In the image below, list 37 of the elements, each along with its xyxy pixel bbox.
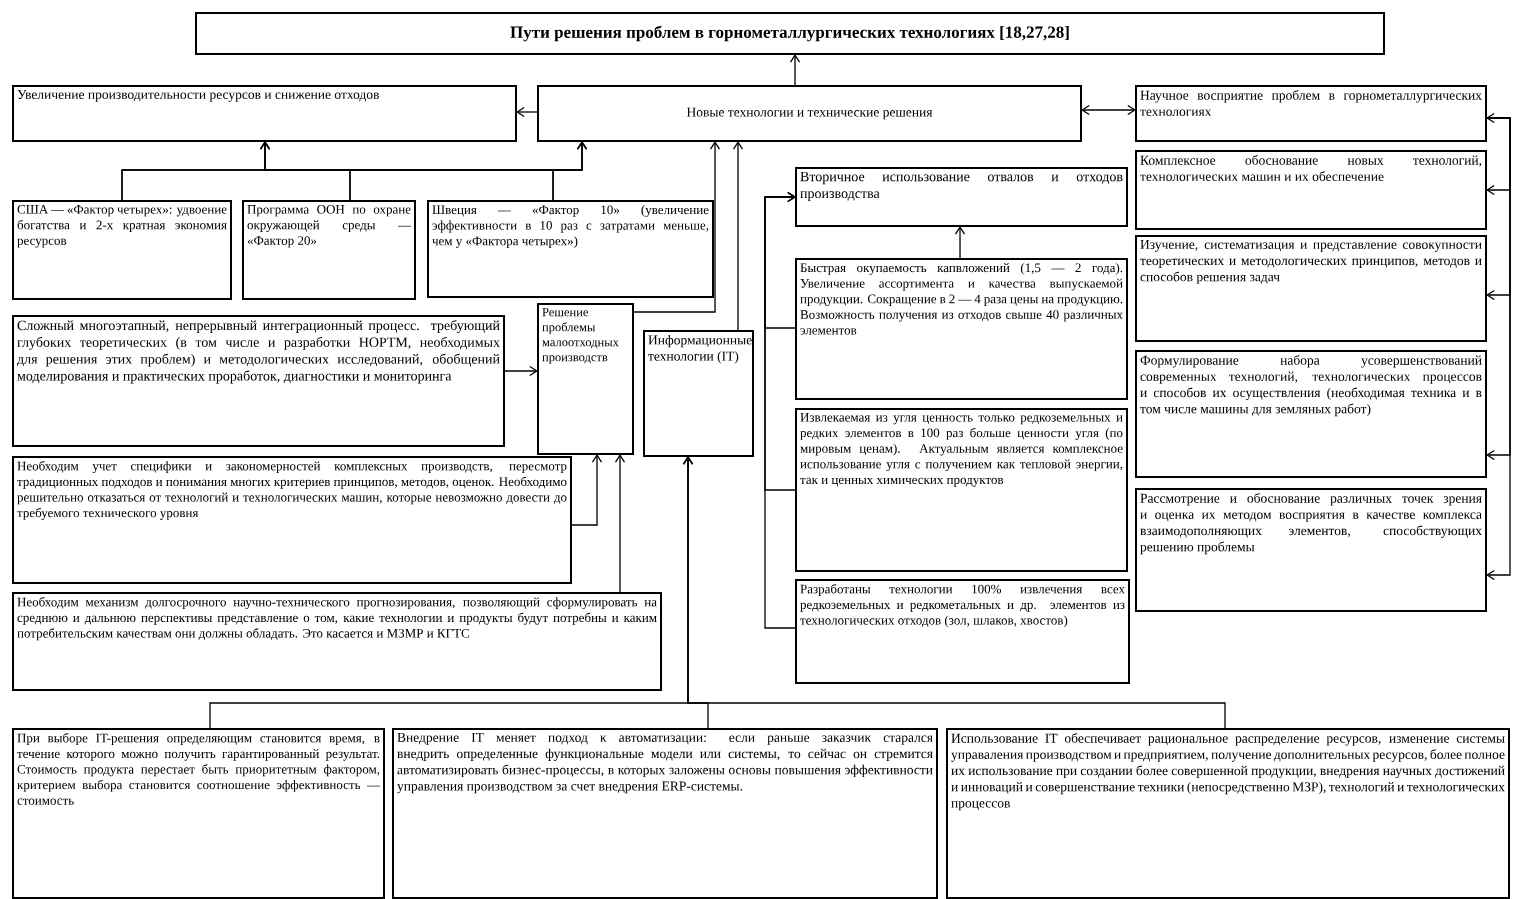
text-box: Информационные технологии (IT): [643, 330, 754, 457]
text-box: Внедрение IT меняет подход к автоматизации: если раньше заказчик старался внедрить определенные функциональные модели или системы, то сейчас он стремится автоматизировать бизнес-процессы, в которых заложены основы повышения эффективности управления производством за счет внедрения ERP-системы.: [392, 728, 938, 899]
text-box: Изучение, систематизация и представление совокупности теоретических и методологических принципов, методов и способов решения задач: [1135, 235, 1487, 342]
arrow: [552, 141, 588, 202]
arrow: [954, 226, 966, 260]
text-box: Решение проблемы малоотходных производств: [537, 303, 634, 455]
arrow: [1081, 104, 1136, 116]
text-box: Необходим механизм долгосрочного научно-технического прогнозирования, позволяющий сформулировать на среднюю и дальнюю перспективы представление о том, какие технологии и продукты будут потребны и каким потребительским качествам они должны обладать. Это касается и МЗМР и КГТС: [12, 592, 662, 691]
arrow: [764, 191, 797, 629]
arrow: [682, 456, 1226, 730]
arrow: [732, 141, 744, 332]
text-box: Увеличение производительности ресурсов и снижение отходов: [12, 85, 517, 142]
text-box: Научное восприятие проблем в горнометаллургических технологиях: [1135, 85, 1487, 142]
arrow: [1486, 112, 1511, 196]
text-box: При выборе IT-решения определяющим становится время, в течение которого можно получить гарантированный результат. Стоимость продукта перестает быть приоритетным фактором, критерием выбора становится соотношение эффективность — стоимость: [12, 728, 385, 899]
text-box: Новые технологии и технические решения: [537, 85, 1082, 142]
text-box: Швеция — «Фактор 10» (увеличение эффективности в 10 раз с затратами меньше, чем у «Фактора четырех»): [427, 200, 714, 298]
text-box: США — «Фактор четырех»: удвоение богатства и 2-х кратная экономия ресурсов: [12, 200, 232, 300]
text-box: Рассмотрение и обоснование различных точек зрения и оценка их методом восприятия в качестве комплекса взаимодополняющих элементов, способствующих решению проблемы: [1135, 488, 1487, 612]
text-box: Использование IT обеспечивает рациональное распределение ресурсов, изменение системы управаления производством и предприятием, получение дополнительных ресурсов, более полное их использование при создании более совершенной продукции, внедрения научных достижений и инноваций и совершенствание техники (непосредственно МЗР), технологий и технологических процессов: [946, 728, 1510, 899]
text-box: Сложный многоэтапный, непрерывный интеграционный процесс. требующий глубоких теоретических (в том числе и разработки НОРТМ, необходимых для решения этих проблем) и методологических исследований, обобщений моделирования и практических проработок, диагностики и мониторинга: [12, 315, 505, 447]
text-box: Разработаны технологии 100% извлечения всех редкоземельных и редкометальных и др. элементов из технологических отходов (зол, шлаков, хвостов): [795, 579, 1130, 684]
text-box: Формулирование набора усовершенствований современных технологий, технологических процессов и способов их осуществления (необходимая техника и в том числе машины для земляных работ): [1135, 350, 1487, 478]
text-box: Необходим учет специфики и закономерностей комплексных производств, пересмотр традиционных подходов и понимания многих критериев принципов, методов, оценок. Необходимо решительно отказаться от технологий и технологических машин, которые невозможно довести до требуемого технического уровня: [12, 456, 572, 584]
arrow: [632, 141, 721, 313]
text-box: Программа ООН по охране окружающей среды — «Фактор 20»: [242, 200, 416, 300]
title-box: Пути решения проблем в горнометаллургических технологиях [18,27,28]: [195, 12, 1385, 55]
text-box: Быстрая окупаемость капвложений (1,5 — 2 года). Увеличение ассортимента и качества выпускаемой продукции. Сокращение в 2 — 4 раза цены на продукцию. Возможность получения из отходов свыше 40 различных элементов: [795, 258, 1128, 400]
arrow: [614, 454, 626, 594]
arrow: [516, 106, 539, 118]
arrow: [503, 365, 538, 377]
text-box: Извлекаемая из угля ценность только редкоземельных и редких элементов в 100 раз больше ценности угля (по мировым ценам). Актуальным является комплексное использование угля с получением как тепловой энергии, так и ценных химических продуктов: [795, 408, 1128, 572]
text-box: Вторичное использование отвалов и отходов производства: [795, 167, 1128, 227]
text-box: Комплексное обоснование новых технологий, технологических машин и их обеспечение: [1135, 150, 1487, 230]
arrow: [570, 454, 603, 526]
arrow: [789, 54, 801, 87]
arrow: [1485, 117, 1511, 581]
